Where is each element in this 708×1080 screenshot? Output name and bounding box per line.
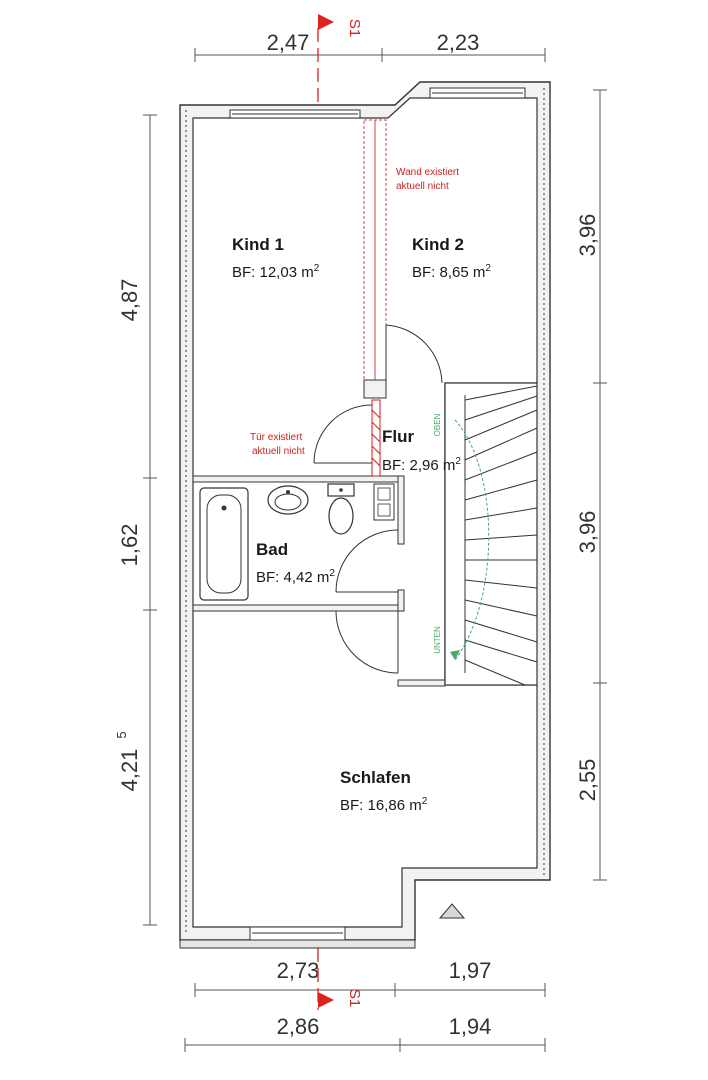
room-name-kind1: Kind 1 — [232, 235, 284, 254]
dim-left-bottom-superscript: 5 — [114, 731, 129, 738]
room-area-kind2: BF: 8,65 m2 — [412, 263, 491, 281]
note-wall-line2: aktuell nicht — [396, 181, 449, 192]
outer-walls — [179, 81, 551, 949]
dim-bottom-outer-left: 2,86 — [277, 1014, 320, 1039]
note-door-line2: aktuell nicht — [252, 446, 305, 457]
dim-left-top: 4,87 — [117, 279, 142, 322]
staircase — [444, 382, 538, 686]
room-name-bad: Bad — [256, 540, 288, 559]
stair-label-up: OBEN — [433, 413, 442, 436]
dim-right-top: 3,96 — [575, 214, 600, 257]
room-area-bad: BF: 4,42 m2 — [256, 568, 335, 586]
dim-right-middle: 3,96 — [575, 511, 600, 554]
dim-top-left: 2,47 — [267, 30, 310, 55]
room-area-kind1: BF: 12,03 m2 — [232, 263, 320, 281]
dim-left-bottom: 4,21 — [117, 749, 142, 792]
room-area-flur: BF: 2,96 m2 — [382, 456, 461, 474]
note-wall-line1: Wand existiert — [396, 167, 459, 178]
dim-bottom-inner-right: 1,97 — [449, 958, 492, 983]
entrance-marker-icon — [438, 903, 466, 919]
dim-top-right: 2,23 — [437, 30, 480, 55]
section-label-top: S1 — [346, 19, 363, 37]
note-door-line1: Tür existiert — [250, 432, 302, 443]
dim-left-middle: 1,62 — [117, 524, 142, 567]
door-swings — [313, 324, 443, 674]
section-label-bottom: S1 — [346, 989, 363, 1007]
bathtub — [199, 487, 249, 601]
room-name-schlafen: Schlafen — [340, 768, 411, 787]
washbasin — [267, 485, 309, 515]
shelf — [373, 483, 395, 521]
section-arrow-bottom — [318, 992, 334, 1008]
stair-label-down: UNTEN — [433, 626, 442, 654]
room-area-schlafen: BF: 16,86 m2 — [340, 796, 428, 814]
dim-bottom-inner-left: 2,73 — [277, 958, 320, 983]
dimension-lines — [143, 48, 607, 1052]
room-name-flur: Flur — [382, 427, 414, 446]
dim-right-bottom: 2,55 — [575, 759, 600, 802]
room-name-kind2: Kind 2 — [412, 235, 464, 254]
toilet — [327, 483, 355, 535]
section-arrow-top — [318, 14, 334, 30]
dim-bottom-outer-right: 1,94 — [449, 1014, 492, 1039]
